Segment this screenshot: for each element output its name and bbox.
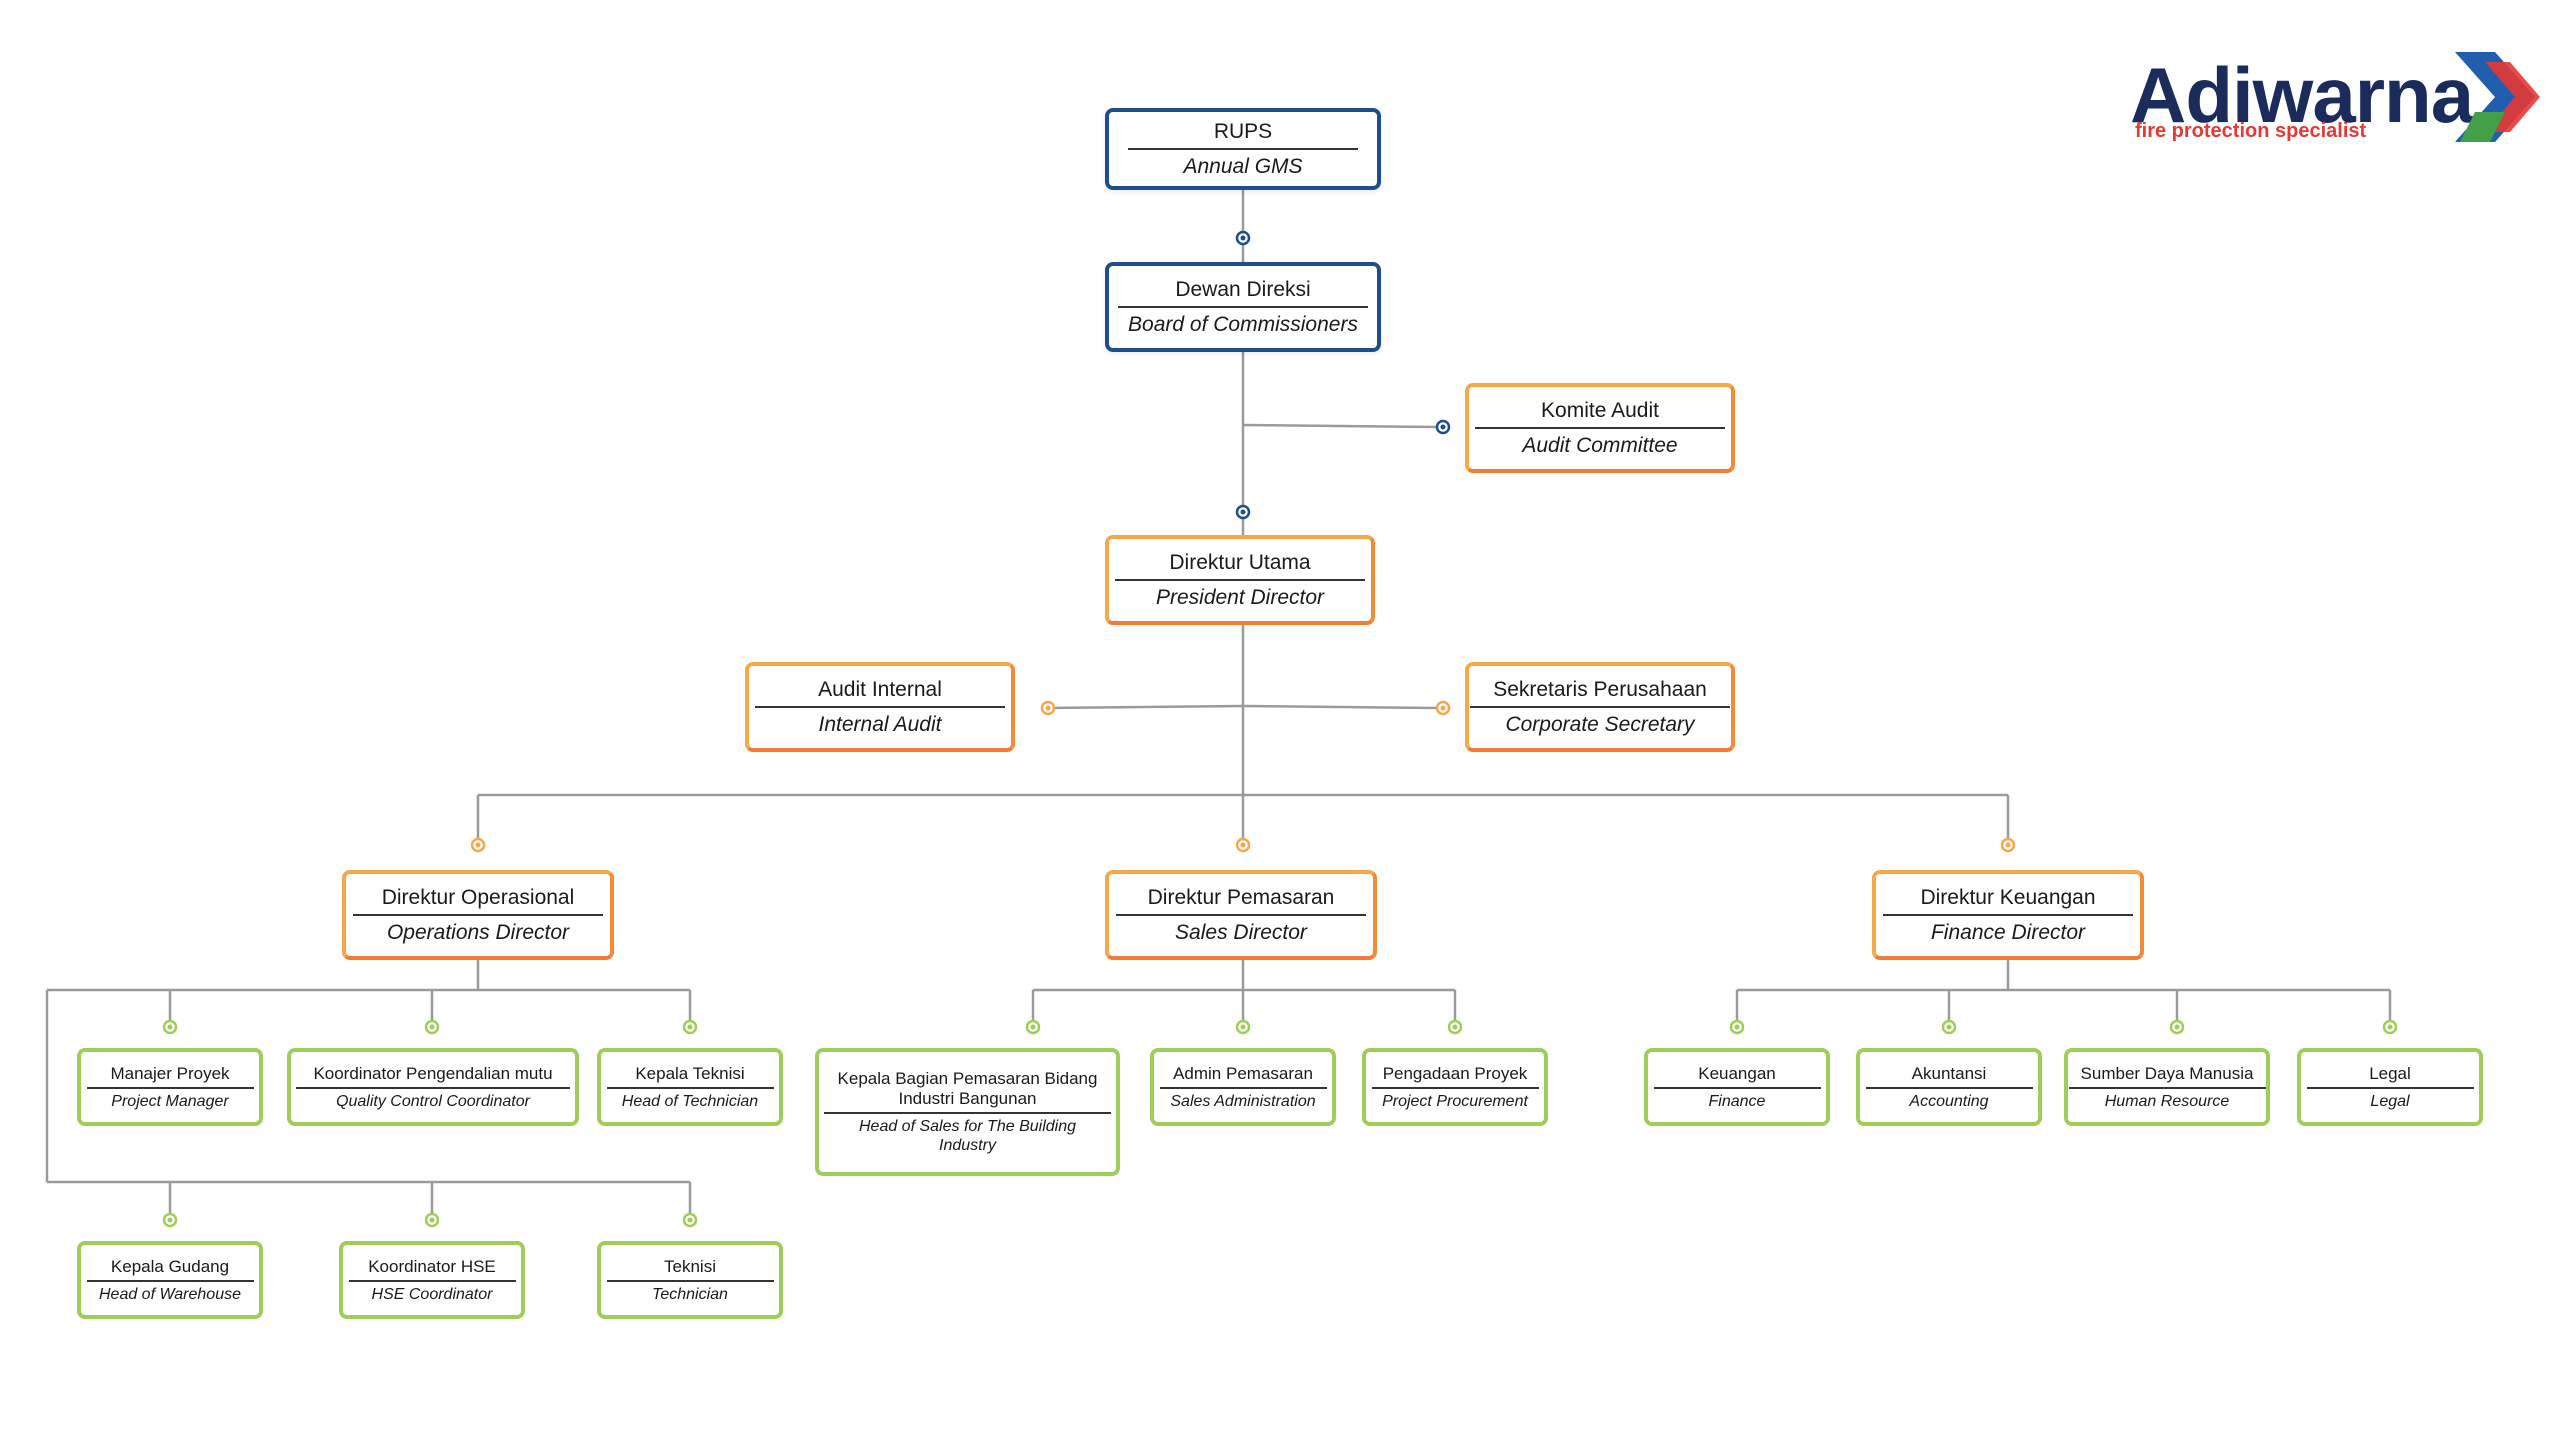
node-subtitle: Accounting <box>1909 1092 1989 1110</box>
node-legal: Legal Legal <box>2297 1048 2483 1126</box>
node-teknisi: Teknisi Technician <box>597 1241 783 1319</box>
node-direktur-operasional: Direktur Operasional Operations Director <box>342 870 614 960</box>
node-title: Komite Audit <box>1475 398 1725 429</box>
node-sumber-daya-manusia: Sumber Daya Manusia Human Resource <box>2064 1048 2270 1126</box>
node-title: Audit Internal <box>755 677 1005 708</box>
node-subtitle: Head of Sales for The Building Industry <box>858 1118 1076 1154</box>
node-direktur-utama: Direktur Utama President Director <box>1105 535 1375 625</box>
node-subtitle: Head of Warehouse <box>98 1285 241 1303</box>
node-subtitle: Board of Commissioners <box>1128 313 1358 336</box>
node-kepala-teknisi: Kepala Teknisi Head of Technician <box>597 1048 783 1126</box>
node-subtitle: HSE Coordinator <box>371 1285 493 1303</box>
node-title: Sumber Daya Manusia <box>2068 1064 2266 1089</box>
node-title: Direktur Utama <box>1115 550 1365 581</box>
node-kepala-bagian-pemasaran: Kepala Bagian Pemasaran Bidang Industri … <box>815 1048 1120 1176</box>
company-logo: Adiwarna fire protection specialist <box>2120 50 2540 150</box>
node-subtitle: Finance <box>1708 1092 1766 1110</box>
node-title: Kepala Gudang <box>86 1257 254 1282</box>
node-kepala-gudang: Kepala Gudang Head of Warehouse <box>77 1241 263 1319</box>
node-subtitle: Human Resource <box>2104 1092 2230 1110</box>
logo-tagline: fire protection specialist <box>2135 120 2367 142</box>
node-sekretaris-perusahaan: Sekretaris Perusahaan Corporate Secretar… <box>1465 662 1735 752</box>
node-title: Direktur Operasional <box>353 885 603 916</box>
node-subtitle: Sales Administration <box>1170 1092 1316 1110</box>
node-subtitle: Quality Control Coordinator <box>336 1092 530 1110</box>
node-subtitle: President Director <box>1155 586 1325 609</box>
node-subtitle: Audit Committee <box>1522 434 1678 457</box>
node-subtitle: Technician <box>652 1285 728 1303</box>
node-keuangan: Keuangan Finance <box>1644 1048 1830 1126</box>
node-subtitle: Annual GMS <box>1183 155 1303 178</box>
node-direktur-pemasaran: Direktur Pemasaran Sales Director <box>1105 870 1377 960</box>
node-title: Admin Pemasaran <box>1159 1064 1327 1089</box>
node-admin-pemasaran: Admin Pemasaran Sales Administration <box>1150 1048 1336 1126</box>
node-title: Teknisi <box>606 1257 774 1282</box>
node-koordinator-qc: Koordinator Pengendalian mutu Quality Co… <box>287 1048 579 1126</box>
node-audit-internal: Audit Internal Internal Audit <box>745 662 1015 752</box>
node-komite-audit: Komite Audit Audit Committee <box>1465 383 1735 473</box>
node-subtitle: Project Manager <box>111 1092 229 1110</box>
node-title: Koordinator HSE <box>348 1257 516 1282</box>
node-title: Sekretaris Perusahaan <box>1470 677 1730 708</box>
node-title: Legal <box>2306 1064 2474 1089</box>
node-title: Akuntansi <box>1865 1064 2033 1089</box>
node-title: Koordinator Pengendalian mutu <box>296 1064 570 1089</box>
node-dewan-direksi: Dewan Direksi Board of Commissioners <box>1105 262 1381 352</box>
node-title: Keuangan <box>1653 1064 1821 1089</box>
node-rups: RUPS Annual GMS <box>1105 108 1381 190</box>
node-koordinator-hse: Koordinator HSE HSE Coordinator <box>339 1241 525 1319</box>
node-subtitle: Operations Director <box>386 921 570 944</box>
node-subtitle: Sales Director <box>1175 921 1307 944</box>
node-title: Direktur Pemasaran <box>1116 885 1366 916</box>
node-title: Dewan Direksi <box>1118 277 1368 308</box>
node-title: Kepala Teknisi <box>606 1064 774 1089</box>
node-title: RUPS <box>1128 119 1358 150</box>
node-direktur-keuangan: Direktur Keuangan Finance Director <box>1872 870 2144 960</box>
node-subtitle: Project Procurement <box>1382 1092 1528 1110</box>
node-akuntansi: Akuntansi Accounting <box>1856 1048 2042 1126</box>
logo-chevron-icon <box>2455 52 2540 142</box>
node-pengadaan-proyek: Pengadaan Proyek Project Procurement <box>1362 1048 1548 1126</box>
node-manajer-proyek: Manajer Proyek Project Manager <box>77 1048 263 1126</box>
node-title: Pengadaan Proyek <box>1371 1064 1539 1089</box>
node-subtitle: Legal <box>2370 1092 2410 1110</box>
node-title: Kepala Bagian Pemasaran Bidang Industri … <box>824 1069 1111 1114</box>
node-subtitle: Internal Audit <box>818 713 942 736</box>
node-subtitle: Finance Director <box>1930 921 2086 944</box>
node-subtitle: Corporate Secretary <box>1505 713 1695 736</box>
node-title: Manajer Proyek <box>86 1064 254 1089</box>
node-title: Direktur Keuangan <box>1883 885 2133 916</box>
logo-wordmark: Adiwarna <box>2130 51 2474 139</box>
node-subtitle: Head of Technician <box>621 1092 759 1110</box>
